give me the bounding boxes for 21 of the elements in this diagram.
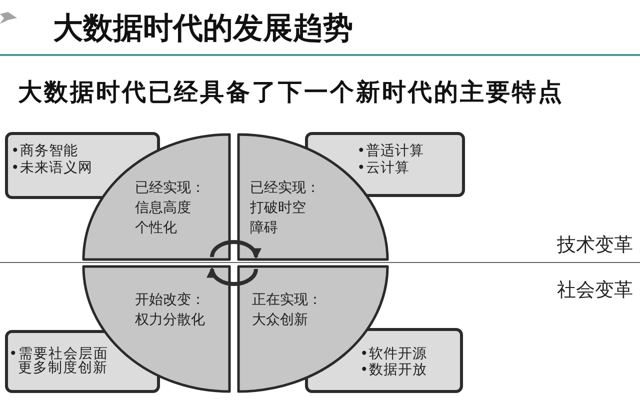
quadrant-text: 大众创新: [252, 311, 309, 330]
list-item: •云计算: [357, 160, 410, 177]
quadrant-text: 信息高度个性化: [135, 199, 192, 238]
list-item: •数据开放: [360, 362, 428, 378]
row-label: 社会变革: [557, 279, 633, 301]
list-item: •需要社会层面更多制度创新: [9, 347, 110, 375]
curved-arrow: [210, 240, 261, 260]
quadrant-text: 打破时空障碍: [250, 199, 307, 238]
page-title: 大数据时代的发展趋势: [53, 11, 353, 47]
list-item: •普适计算: [357, 143, 425, 160]
curved-arrow: [207, 266, 258, 286]
list-item: •商务智能: [11, 143, 79, 160]
row-label: 技术变革: [557, 234, 633, 256]
quadrant-heading: 已经实现：: [135, 179, 205, 198]
list-item: •未来语义网: [11, 160, 94, 177]
quadrant-heading: 已经实现：: [250, 179, 320, 198]
quadrant-heading: 开始改变：: [135, 291, 206, 310]
subtitle: 大数据时代已经具备了下一个新时代的主要特点: [18, 77, 564, 107]
quadrant-heading: 正在实现：: [252, 291, 323, 310]
quadrant-text: 权力分散化: [135, 311, 206, 330]
list-item: •软件开源: [360, 346, 428, 362]
